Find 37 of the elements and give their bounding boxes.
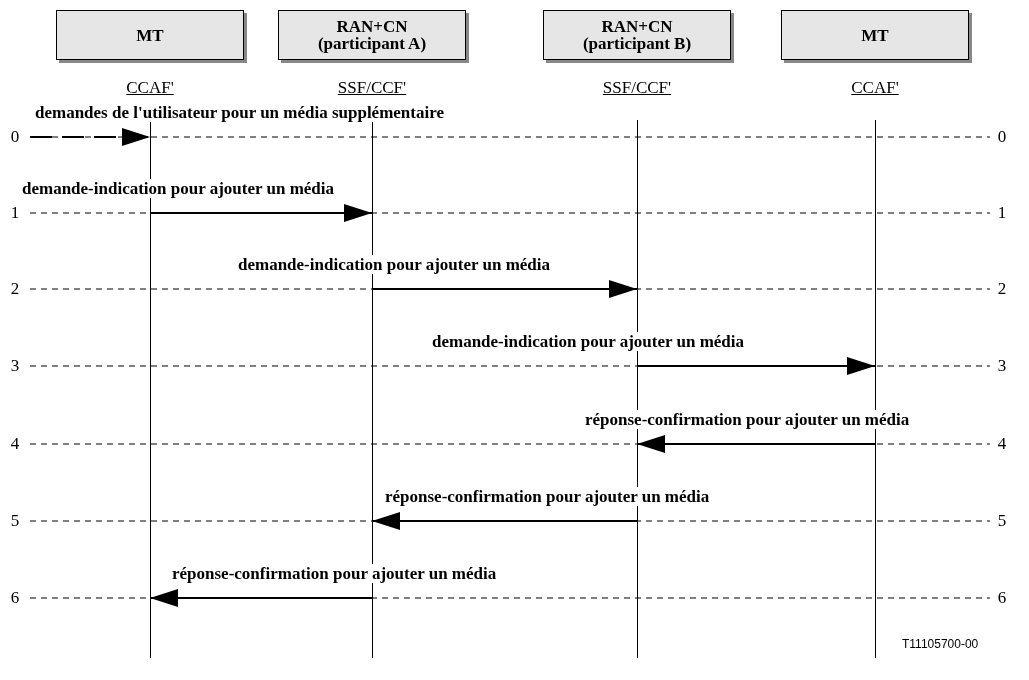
step-number: 6 bbox=[10, 588, 20, 608]
message-label: réponse-confirmation pour ajouter un média bbox=[585, 410, 910, 429]
step-number: 6 bbox=[997, 588, 1007, 608]
message-label: réponse-confirmation pour ajouter un média bbox=[172, 564, 497, 583]
step-number: 2 bbox=[10, 279, 20, 299]
step-number: 4 bbox=[997, 434, 1007, 454]
message-arrow bbox=[29, 128, 151, 146]
message-label: demandes de l'utilisateur pour un média supplémentaire bbox=[35, 103, 444, 122]
entity-box: RAN+CN (participant B) bbox=[543, 10, 731, 60]
step-number: 0 bbox=[10, 127, 20, 147]
function-label: SSF/CCF' bbox=[337, 78, 407, 98]
step-number: 5 bbox=[10, 511, 20, 531]
message-label: demande-indication pour ajouter un média bbox=[22, 179, 335, 198]
message-arrow bbox=[371, 512, 638, 530]
entity-box: MT bbox=[56, 10, 244, 60]
message-arrow bbox=[636, 435, 876, 453]
message-arrow bbox=[371, 280, 638, 298]
step-number: 3 bbox=[10, 356, 20, 376]
reference-code: T11105700-00 bbox=[902, 637, 979, 651]
message-arrow bbox=[149, 589, 373, 607]
message-label: demande-indication pour ajouter un média bbox=[432, 332, 745, 351]
entity-box: RAN+CN (participant A) bbox=[278, 10, 466, 60]
step-number: 1 bbox=[997, 203, 1007, 223]
message-arrow bbox=[149, 204, 373, 222]
step-number: 3 bbox=[997, 356, 1007, 376]
step-number: 0 bbox=[997, 127, 1007, 147]
step-number: 2 bbox=[997, 279, 1007, 299]
step-number: 1 bbox=[10, 203, 20, 223]
message-label: demande-indication pour ajouter un média bbox=[238, 255, 551, 274]
step-number: 5 bbox=[997, 511, 1007, 531]
entity-box: MT bbox=[781, 10, 969, 60]
message-label: réponse-confirmation pour ajouter un média bbox=[385, 487, 710, 506]
function-label: CCAF' bbox=[126, 78, 174, 98]
function-label: SSF/CCF' bbox=[602, 78, 672, 98]
step-number: 4 bbox=[10, 434, 20, 454]
message-arrow bbox=[636, 357, 876, 375]
function-label: CCAF' bbox=[851, 78, 899, 98]
